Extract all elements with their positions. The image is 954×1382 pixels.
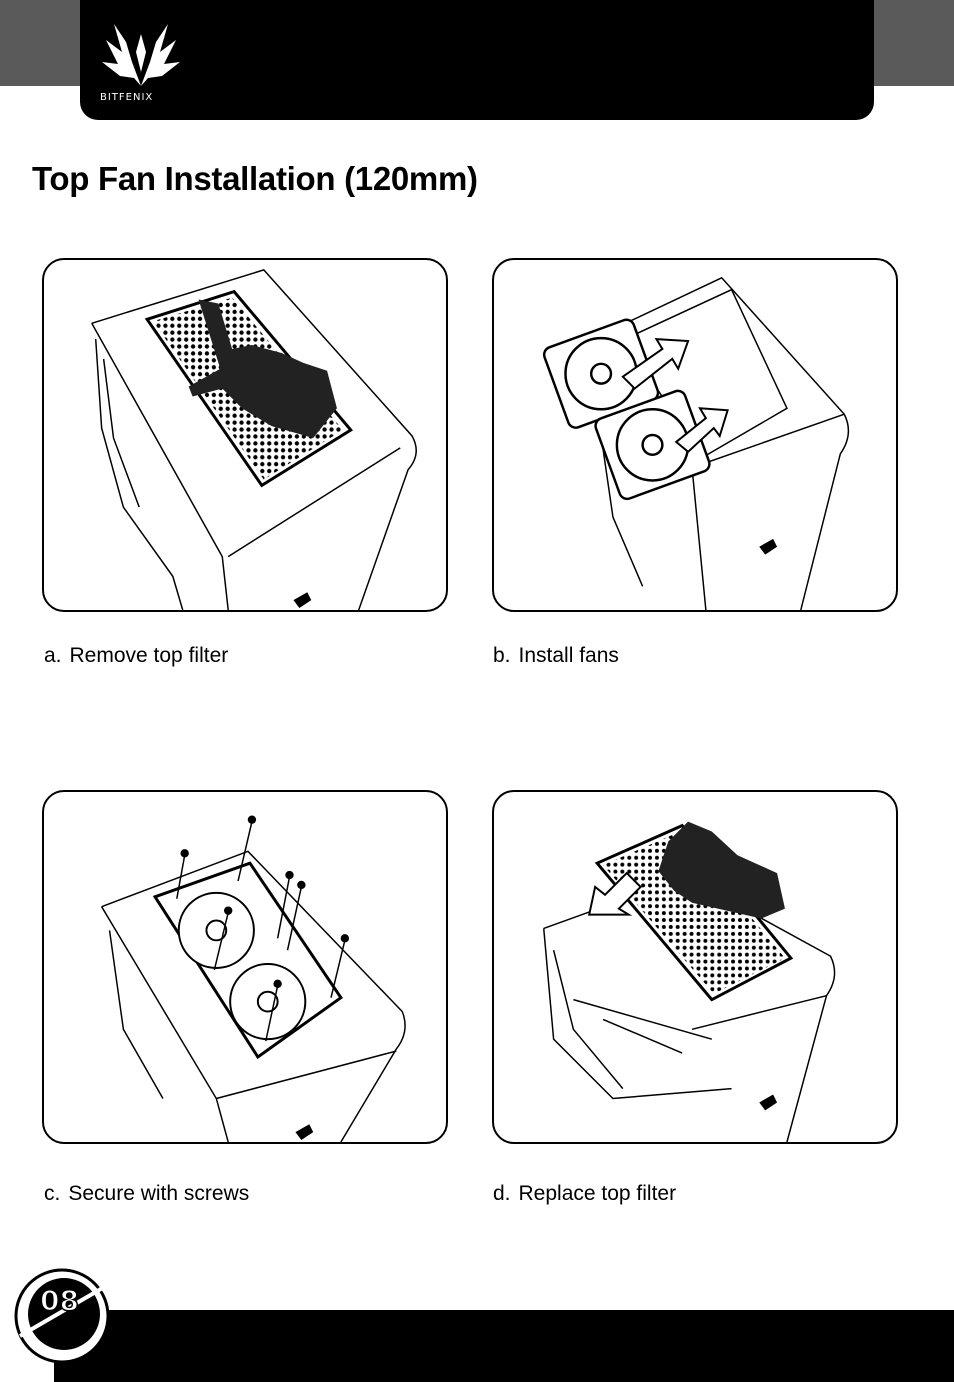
step-caption-d: d.Replace top filter <box>493 1182 677 1205</box>
hand-icon <box>658 821 785 919</box>
step-caption-a: a.Remove top filter <box>44 644 229 667</box>
page-badge-icon <box>14 1268 110 1364</box>
illustration-replace-filter <box>492 790 898 1144</box>
case-filter-illustration <box>91 269 417 610</box>
header-gray-bar-right <box>860 0 954 86</box>
arrow-icon <box>621 337 690 390</box>
bitfenix-logo-icon <box>102 24 180 86</box>
page-title: Top Fan Installation (120mm) <box>32 160 478 197</box>
step-caption-c: c.Secure with screws <box>44 1182 250 1205</box>
illustration-remove-filter <box>42 258 448 612</box>
case-replace-filter-illustration <box>542 821 836 1142</box>
arrow-icon <box>674 407 729 454</box>
case-screws-illustration <box>101 815 406 1142</box>
illustration-install-fans <box>492 258 898 612</box>
hand-icon <box>188 299 337 438</box>
screw-icon <box>176 815 350 1042</box>
page-number: 08 <box>39 1283 79 1318</box>
header-gray-bar-left <box>0 0 90 86</box>
header-banner <box>80 0 874 120</box>
fan-icon <box>177 891 307 1041</box>
brand-wordmark: BITFENIX <box>100 92 154 103</box>
footer-banner <box>54 1310 954 1382</box>
arrow-icon <box>587 871 643 916</box>
illustration-secure-screws <box>42 790 448 1144</box>
fan-icon <box>542 318 660 429</box>
step-caption-b: b.Install fans <box>493 644 619 667</box>
case-fans-illustration <box>542 276 850 610</box>
